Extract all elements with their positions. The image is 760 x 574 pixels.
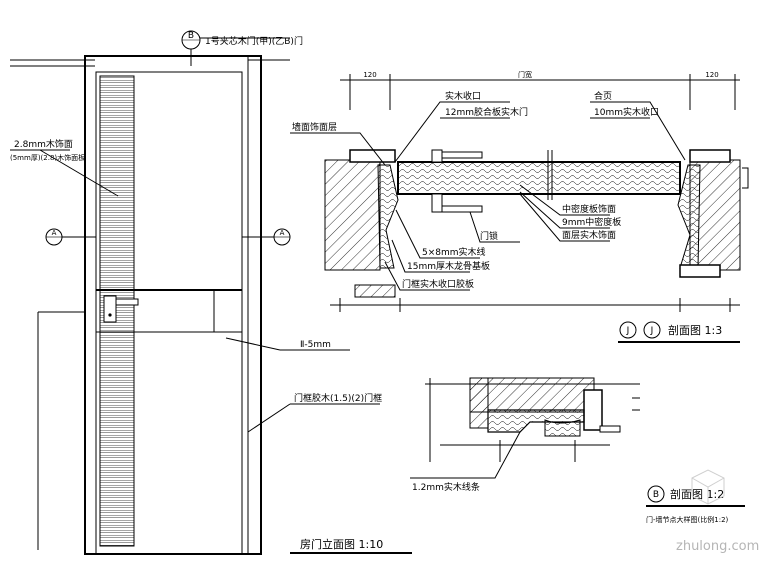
- leader-line: [225, 337, 281, 351]
- label-section-top-left-sub: 12mm胶合板实木门: [445, 106, 528, 118]
- dim-text: 门宽: [518, 70, 532, 79]
- section-b-title: 剖面图 1:2: [670, 487, 724, 501]
- label-ply-1: 5×8mm实木线: [422, 246, 486, 258]
- leader-line: [519, 193, 610, 242]
- keyhole: [108, 313, 112, 317]
- lock-plate: [103, 295, 117, 323]
- door-leaf-section: [397, 161, 681, 195]
- marker-label: A: [280, 229, 285, 237]
- base-block-left: [354, 284, 396, 298]
- watermark: zhulong.com: [676, 469, 759, 554]
- leader-line: [384, 261, 470, 291]
- door-handle: [115, 298, 139, 306]
- wall-edge: [742, 167, 749, 189]
- label-core-1: 中密度板饰面: [562, 203, 616, 215]
- section-j-circle: [643, 321, 661, 339]
- leader-line: [410, 431, 521, 479]
- door-elevation: B 1号夹芯木门(甲)(乙B)门 A A 2.8mm木饰面 (5mm厚)(2.8…: [10, 30, 412, 555]
- label-ply-2: 15mm厚木龙骨基板: [407, 260, 490, 272]
- label-core-3: 面层实木饰面: [562, 229, 616, 241]
- leader-line: [469, 211, 520, 243]
- lever-handle: [441, 205, 483, 213]
- label-detail-b: 1.2mm实木线条: [412, 481, 480, 493]
- leader-line: [39, 149, 119, 197]
- lever-base: [431, 193, 443, 213]
- base-block-right: [679, 264, 721, 278]
- marker-label: B: [188, 31, 194, 41]
- wall-return: [469, 377, 489, 429]
- section-j-circle-label: J: [626, 326, 630, 336]
- label-veneer-sub: (5mm厚)(2.8)木饰面板: [10, 153, 85, 162]
- leader-line: [391, 239, 470, 273]
- label-handle: 门锁: [480, 230, 498, 242]
- dim-text: 120: [705, 71, 718, 79]
- lever-base: [431, 149, 443, 163]
- label-frame: 门框胶木(1.5)(2)门框: [294, 392, 382, 404]
- label-section-top-left: 实木收口: [445, 90, 481, 102]
- section-b-circle: [647, 485, 665, 503]
- leader-line: [590, 101, 686, 161]
- leader-line: [290, 132, 386, 166]
- frame-cap-left: [349, 149, 396, 163]
- frame-stop: [583, 389, 603, 431]
- wall-section: [469, 377, 595, 413]
- section-b-circle-label: B: [653, 490, 659, 500]
- leader-line: [395, 209, 480, 259]
- leader-line: [394, 101, 510, 163]
- marker-label: A: [52, 229, 57, 237]
- section-j: 门宽 120 120 实木收口 12mm胶合板实木门 合页 10mm实木收口 墙…: [290, 70, 749, 343]
- label-core-2: 9mm中密度板: [562, 216, 621, 228]
- section-b-subtitle: 门-墙节点大样图(比例1:2): [646, 515, 729, 524]
- label-veneer: 2.8mm木饰面: [14, 138, 73, 150]
- watermark-text: zhulong.com: [676, 539, 759, 554]
- leader-line: [519, 184, 610, 216]
- label-middle: Ⅱ-5mm: [300, 340, 331, 350]
- label-ply-3: 门框实木收口胶板: [402, 278, 474, 290]
- watermark-logo-icon: [691, 477, 725, 504]
- label-section-top-right: 合页: [594, 90, 612, 102]
- lever-handle: [441, 151, 483, 159]
- elevation-title: 房门立面图 1:10: [300, 537, 383, 551]
- dim-text: 120: [363, 71, 376, 79]
- leaf-edge: [487, 409, 585, 433]
- label-door-top: 1号夹芯木门(甲)(乙B)门: [205, 35, 303, 47]
- trim-piece: [544, 419, 581, 437]
- frame-wood-right: [677, 164, 701, 269]
- leader-line: [519, 191, 610, 229]
- label-section-top-right-sub: 10mm实木收口: [594, 106, 659, 118]
- label-wall-finish: 墙面饰面层: [292, 121, 337, 133]
- section-j-circle-label: J: [650, 326, 654, 336]
- wall-block-left: [324, 159, 381, 271]
- section-j-circle: [619, 321, 637, 339]
- frame-wood-left: [377, 164, 399, 269]
- watermark-logo-icon: [691, 469, 725, 505]
- stop-strip: [599, 425, 621, 433]
- section-b-detail: 1.2mm实木线条 B 剖面图 1:2 门-墙节点大样图(比例1:2): [410, 377, 745, 524]
- section-j-title: 剖面图 1:3: [668, 323, 722, 337]
- leader-line: [247, 403, 291, 433]
- frame-cap-right: [689, 149, 731, 163]
